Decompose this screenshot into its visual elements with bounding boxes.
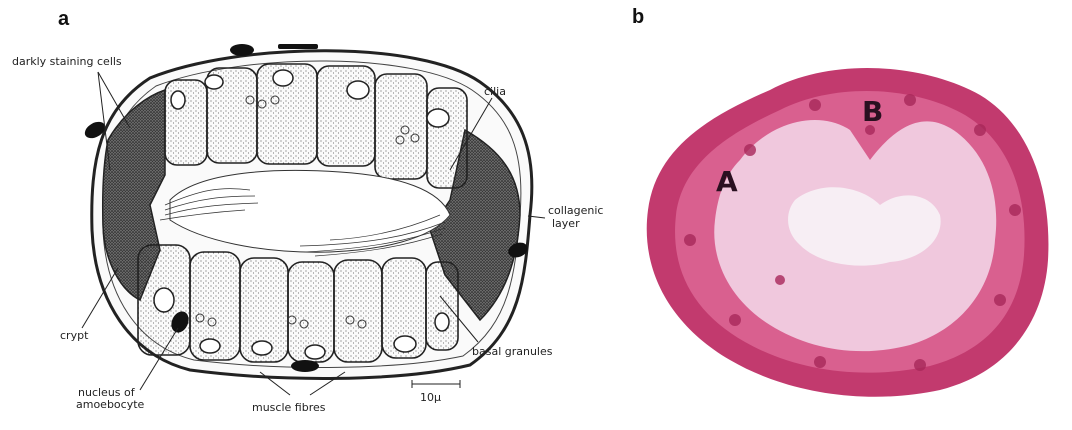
label-basal-granules: basal granules	[472, 346, 553, 358]
label-region-b: B	[862, 96, 883, 128]
label-region-a: A	[716, 166, 738, 198]
label-nucleus-of-amoebocyte-2: amoebocyte	[76, 399, 144, 411]
label-collagenic-layer-2: layer	[552, 218, 580, 230]
label-muscle-fibres: muscle fibres	[252, 402, 325, 414]
label-darkly-staining-cells: darkly staining cells	[12, 56, 122, 68]
histology-section	[620, 0, 1072, 430]
label-collagenic-layer-1: collagenic	[548, 205, 603, 217]
label-scale-bar: 10µ	[420, 392, 441, 404]
label-crypt: crypt	[60, 330, 88, 342]
label-cilia: cilia	[484, 86, 506, 98]
